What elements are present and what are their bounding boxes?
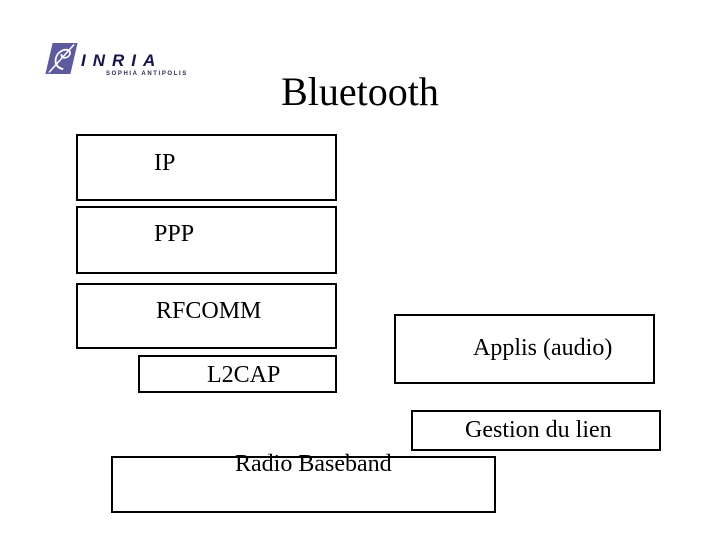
box-label-gestion-du-lien: Gestion du lien <box>465 416 612 443</box>
box-label-radio-baseband: Radio Baseband <box>235 451 392 477</box>
inria-logo: INRIA SOPHIA ANTIPOLIS <box>43 40 186 82</box>
box-label-applis-audio: Applis (audio) <box>473 335 613 362</box>
box-label-rfcomm: RFCOMM <box>156 298 262 325</box>
diagram-box-radio-baseband: Radio Baseband <box>111 451 496 513</box>
slide-title: Bluetooth <box>281 69 439 114</box>
diagram-box-gestion-du-lien: Gestion du lien <box>411 410 661 451</box>
box-label-ip: IP <box>154 149 176 176</box>
box-label-ppp: PPP <box>154 221 195 248</box>
diagram-box-ppp: PPP <box>76 206 337 274</box>
diagram-box-applis-audio: Applis (audio) <box>394 314 655 384</box>
inria-logo-text: INRIA <box>81 51 163 70</box>
inria-logo-subtitle: SOPHIA ANTIPOLIS <box>106 71 188 77</box>
inria-bird-icon <box>48 44 75 73</box>
diagram-box-ip: IP <box>76 134 337 201</box>
diagram-box-l2cap: L2CAP <box>138 355 337 393</box>
inria-logo-emblem <box>45 43 78 74</box>
box-label-l2cap: L2CAP <box>207 362 281 389</box>
diagram-box-rfcomm: RFCOMM <box>76 283 337 349</box>
